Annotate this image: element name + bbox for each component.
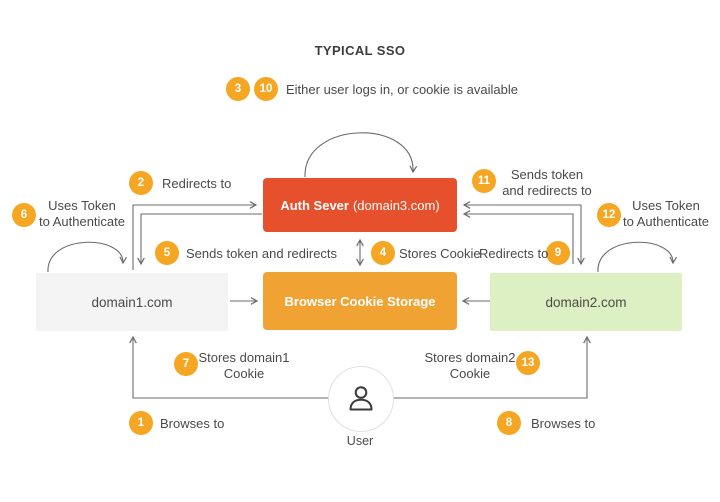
step-badge-11: 11 — [472, 169, 496, 193]
step-2-label: Redirects to — [162, 176, 232, 191]
step-4-label: Stores Cookie — [399, 246, 481, 261]
domain1-self-loop — [47, 241, 128, 273]
step-badge-8: 8 — [497, 411, 521, 435]
step-badge-7: 7 — [174, 352, 198, 376]
edge-user-to-domain2 — [390, 335, 591, 399]
edge-user-to-domain1 — [129, 335, 330, 399]
step-badge-9: 9 — [546, 241, 570, 265]
step-5-label: Sends token and redirects — [186, 246, 338, 261]
user-label: User — [346, 434, 374, 448]
edge-auth-to-domain1 — [137, 213, 262, 266]
user-person-icon — [349, 386, 373, 411]
diagram-title: TYPICAL SSO — [314, 43, 406, 58]
step-11-label: Sends token and redirects to — [502, 167, 592, 198]
step-9-label: Redirects to — [479, 246, 549, 261]
user-node — [328, 366, 394, 432]
auth-server-domain: (domain3.com) — [352, 197, 440, 213]
browser-cookie-storage-box: Browser Cookie Storage — [263, 272, 457, 330]
step-badge-5: 5 — [155, 241, 179, 265]
step-7-label: Stores domain1 Cookie — [198, 350, 290, 381]
step-badge-10: 10 — [254, 77, 278, 101]
edge-domain1-to-auth — [132, 201, 258, 270]
domain1-label: domain1.com — [91, 294, 173, 310]
auth-server-box: Auth Sever (domain3.com) — [263, 178, 457, 232]
domain1-box: domain1.com — [36, 273, 228, 331]
step-13-label: Stores domain2 Cookie — [424, 350, 516, 381]
domain2-label: domain2.com — [545, 294, 627, 310]
domain2-box: domain2.com — [490, 273, 682, 331]
step-badge-13: 13 — [516, 351, 540, 375]
step-6-label: Uses Token to Authenticate — [38, 198, 125, 229]
step-badge-4: 4 — [371, 241, 395, 265]
step-12-label: Uses Token to Authenticate — [622, 198, 709, 229]
edge-domain2-to-auth — [462, 210, 574, 264]
step-badge-3: 3 — [226, 77, 250, 101]
browser-cookie-storage-label: Browser Cookie Storage — [284, 293, 436, 309]
step-badge-12: 12 — [597, 203, 621, 227]
step-1-label: Browses to — [160, 416, 225, 431]
step-badge-1: 1 — [129, 411, 153, 435]
step-badge-6: 6 — [12, 203, 36, 227]
step-3-10-label: Either user logs in, or cookie is availa… — [286, 82, 518, 97]
auth-self-loop — [304, 132, 418, 178]
auth-server-label: Auth Sever — [280, 197, 349, 213]
domain2-self-loop — [597, 241, 678, 273]
step-badge-2: 2 — [129, 171, 153, 195]
step-8-label: Browses to — [531, 416, 596, 431]
edge-auth-to-domain2 — [462, 201, 585, 266]
